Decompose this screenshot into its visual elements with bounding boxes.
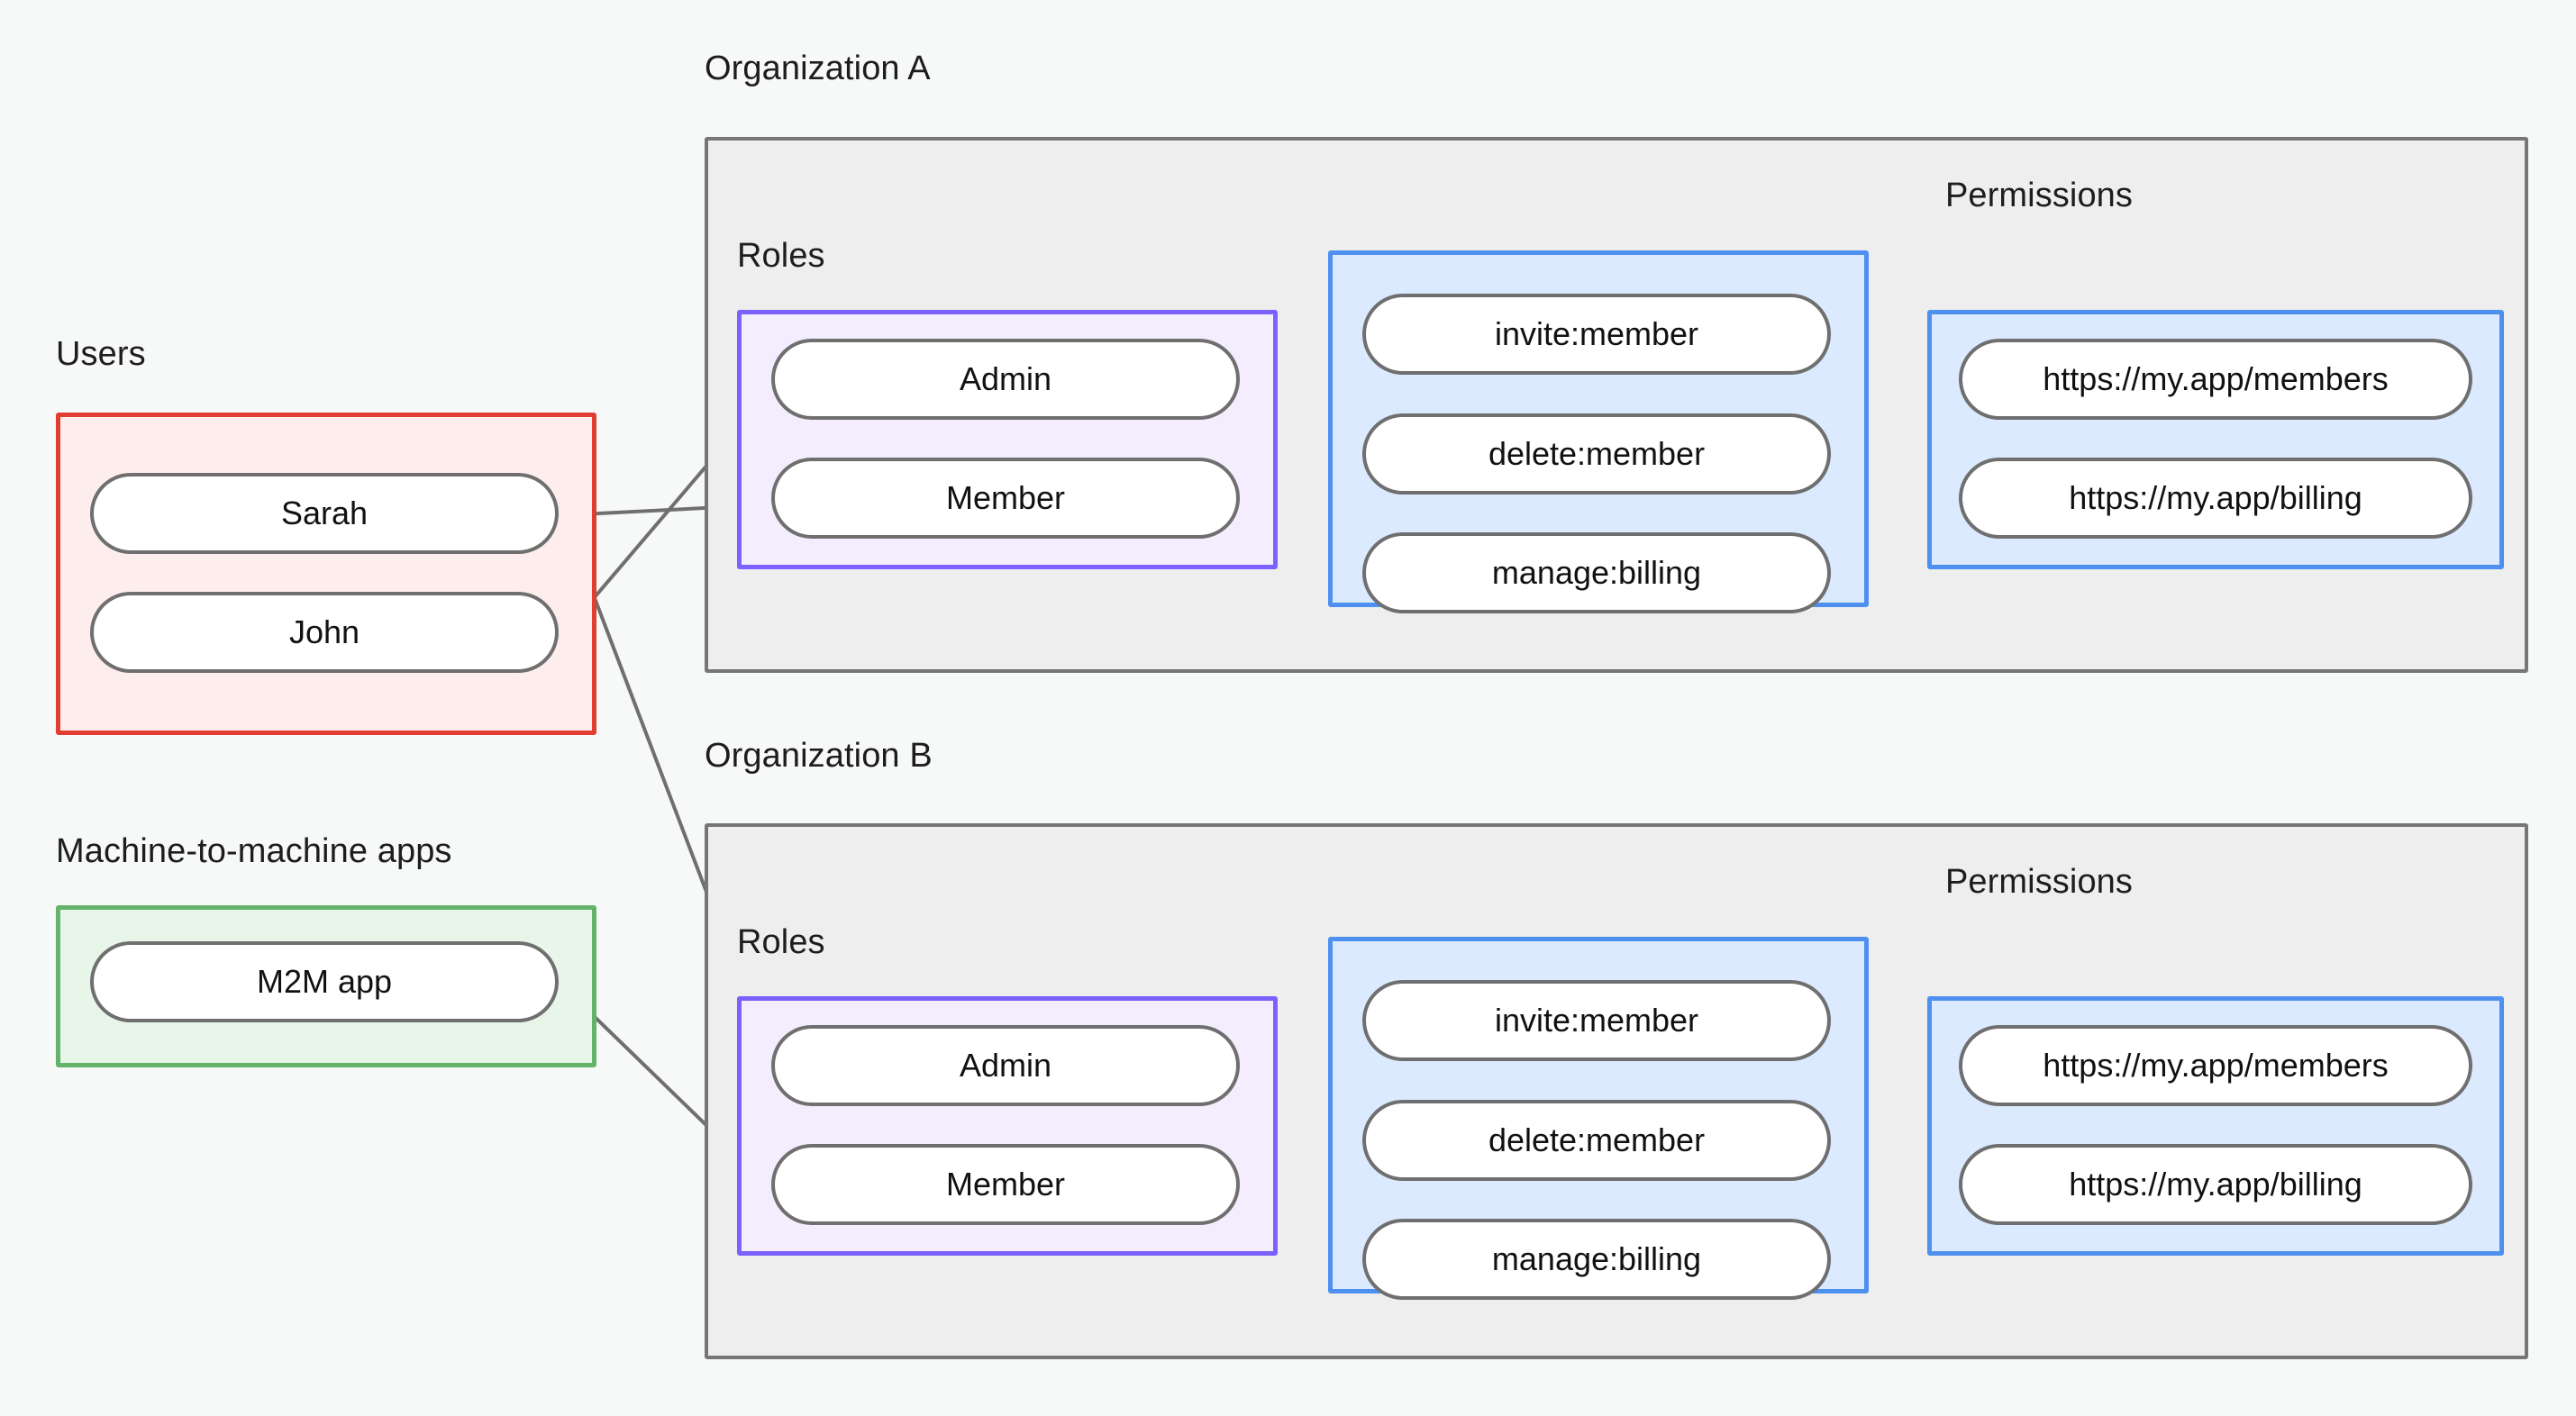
org-b-label: Organization B [705,737,933,775]
role-node-org-b-member[interactable]: Member [771,1144,1240,1225]
m2m-node-app[interactable]: M2M app [90,941,559,1022]
m2m-group-label: Machine-to-machine apps [56,832,452,870]
users-container: Sarah John [56,413,596,735]
role-node-org-a-admin[interactable]: Admin [771,339,1240,420]
permissions-b-container: invite:member delete:member manage:billi… [1328,937,1869,1300]
permissions-b-label: Permissions [1944,863,2134,901]
role-node-org-a-member[interactable]: Member [771,458,1240,539]
permissions-a-container: invite:member delete:member manage:billi… [1328,250,1869,613]
org-b-container: Permissions API resources Roles Admin Me… [705,823,2528,1359]
api-node-org-b-billing[interactable]: https://my.app/billing [1959,1144,2472,1225]
permission-node-org-b-delete[interactable]: delete:member [1362,1100,1831,1181]
permission-node-org-a-invite[interactable]: invite:member [1362,294,1831,375]
users-group-label: Users [56,335,146,373]
org-a-container: Permissions API resources Roles Admin Me… [705,137,2528,673]
permission-node-org-a-delete[interactable]: delete:member [1362,413,1831,495]
org-a-label: Organization A [705,50,931,87]
permission-node-org-a-billing[interactable]: manage:billing [1362,532,1831,613]
roles-b-label: Roles [737,923,825,961]
api-a-container: https://my.app/members https://my.app/bi… [1927,310,2504,569]
m2m-container: M2M app [56,905,596,1067]
permission-node-org-b-invite[interactable]: invite:member [1362,980,1831,1061]
user-node-john[interactable]: John [90,592,559,673]
permissions-a-label: Permissions [1944,177,2134,214]
user-node-sarah[interactable]: Sarah [90,473,559,554]
roles-b-container: Admin Member [737,996,1278,1256]
api-node-org-a-members[interactable]: https://my.app/members [1959,339,2472,420]
permission-node-org-b-billing[interactable]: manage:billing [1362,1219,1831,1300]
api-b-container: https://my.app/members https://my.app/bi… [1927,996,2504,1256]
role-node-org-b-admin[interactable]: Admin [771,1025,1240,1106]
roles-a-label: Roles [737,237,825,275]
api-node-org-b-members[interactable]: https://my.app/members [1959,1025,2472,1106]
roles-a-container: Admin Member [737,310,1278,569]
api-node-org-a-billing[interactable]: https://my.app/billing [1959,458,2472,539]
